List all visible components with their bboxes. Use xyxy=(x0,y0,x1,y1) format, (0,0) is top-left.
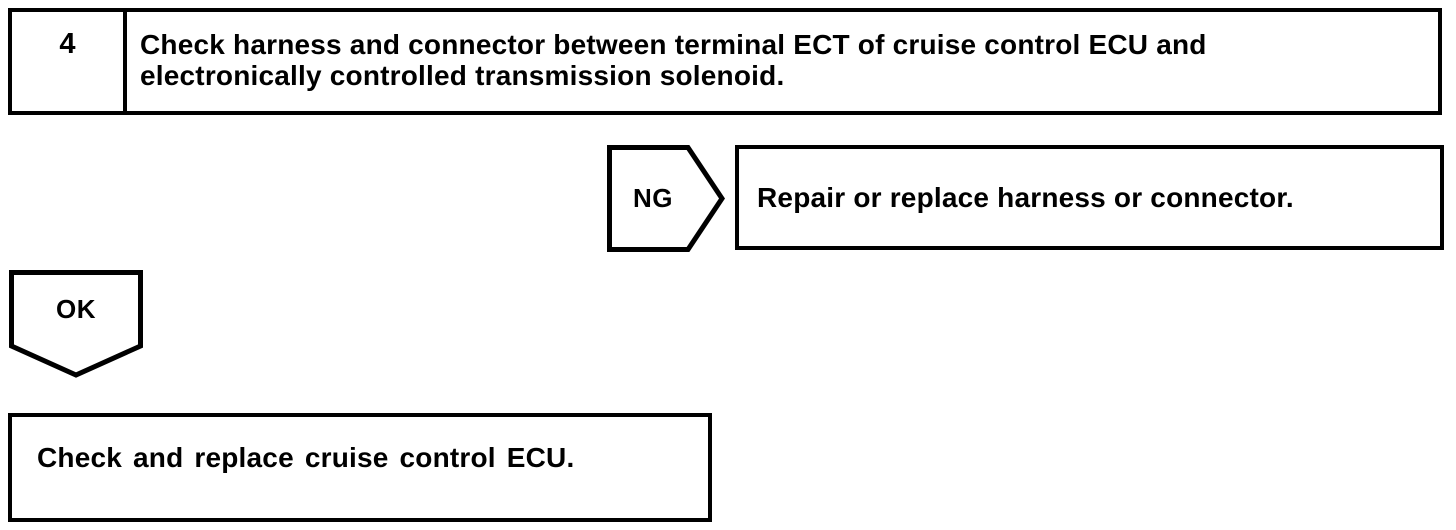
ng-action-box: Repair or replace harness or connector. xyxy=(735,145,1444,250)
step-number: 4 xyxy=(59,28,76,60)
step-box: 4 Check harness and connector between te… xyxy=(8,8,1442,115)
ok-label: OK xyxy=(56,293,96,324)
step-instruction-line-1: Check harness and connector between term… xyxy=(140,29,1207,60)
ok-arrow-down-shape xyxy=(9,270,143,378)
ng-action-text: Repair or replace harness or connector. xyxy=(757,181,1294,213)
ng-arrow-right-shape xyxy=(607,145,725,252)
step-instruction-line-2: electronically controlled transmission s… xyxy=(140,60,785,91)
ok-action-text: Check and replace cruise control ECU. xyxy=(37,442,575,473)
ok-connector: OK xyxy=(9,270,143,378)
step-number-cell: 4 xyxy=(12,12,127,111)
ok-action-box: Check and replace cruise control ECU. xyxy=(8,413,712,522)
step-instruction: Check harness and connector between term… xyxy=(127,12,1438,111)
ng-connector: NG xyxy=(607,145,725,252)
ng-label: NG xyxy=(633,183,673,213)
